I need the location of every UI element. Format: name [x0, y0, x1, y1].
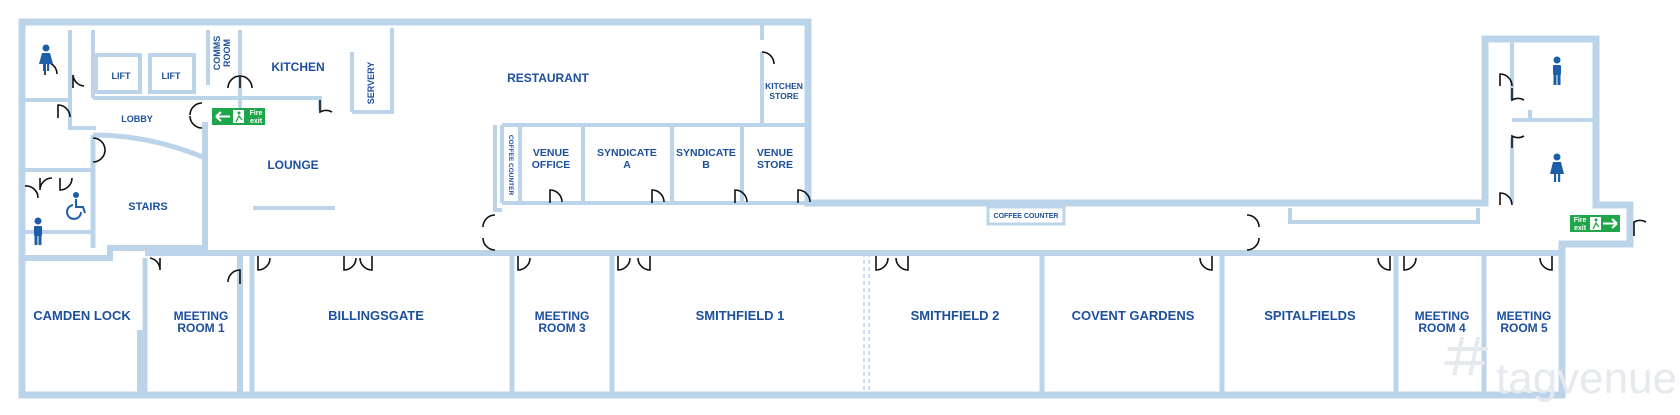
- label-servery: SERVERY: [366, 62, 376, 105]
- label-billingsgate: BILLINGSGATE: [328, 308, 424, 323]
- label-venue-store-line2: STORE: [757, 159, 793, 171]
- label-syndicate-b-line2: B: [702, 159, 710, 171]
- venue-row-wall: [500, 123, 808, 205]
- label-meeting-room-3-line2: ROOM 3: [538, 321, 586, 335]
- female-toilet-icon-right: [1550, 153, 1564, 182]
- left-block-wall: [22, 122, 208, 261]
- label-syndicate-a-line1: SYNDICATE: [597, 147, 657, 159]
- label-smithfield-1: SMITHFIELD 1: [696, 308, 785, 323]
- label-smithfield-2: SMITHFIELD 2: [911, 308, 1000, 323]
- label-meeting-room-4-line1: MEETING: [1415, 309, 1470, 323]
- label-coffee-counter-corridor: COFFEE COUNTER: [994, 213, 1059, 220]
- male-toilet-icon: [34, 217, 42, 245]
- fire-exit-text-2: exit: [250, 118, 263, 125]
- toilet-wall: [22, 168, 93, 234]
- label-meeting-room-5-line2: ROOM 5: [1500, 321, 1548, 335]
- label-meeting-room-4-line2: ROOM 4: [1418, 321, 1466, 335]
- label-covent-gardens: COVENT GARDENS: [1072, 308, 1195, 323]
- label-venue-office-line2: OFFICE: [532, 159, 571, 171]
- female-toilet-icon: [39, 44, 53, 71]
- door-swing-icon: [24, 51, 1647, 284]
- label-kitchen: KITCHEN: [271, 60, 324, 74]
- label-comms-room-line1: COMMS: [212, 36, 222, 71]
- comms-wall: [206, 28, 394, 114]
- label-venue-office-line1: VENUE: [533, 147, 569, 159]
- room-partitions: [137, 253, 1487, 395]
- label-meeting-room-1-line2: ROOM 1: [177, 321, 225, 335]
- watermark-text: tagvenue: [1496, 354, 1677, 403]
- label-venue-store-line1: VENUE: [757, 147, 793, 159]
- right-corridor-wall: [1288, 208, 1480, 224]
- corridor-wall: [145, 250, 1562, 395]
- fire-exit-sign-icon-right: Fire exit: [1570, 215, 1620, 232]
- tagvenue-watermark: tagvenue: [1444, 337, 1677, 403]
- label-meeting-room-1-line1: MEETING: [174, 309, 229, 323]
- label-stairs: STAIRS: [128, 201, 168, 213]
- lift-wall: [68, 30, 240, 100]
- label-lobby: LOBBY: [121, 114, 153, 124]
- label-syndicate-a-line2: A: [623, 159, 631, 171]
- coffee-counter-corridor-box: [986, 205, 1066, 226]
- room-labels: CAMDEN LOCK MEETING ROOM 1 BILLINGSGATE …: [33, 36, 1551, 335]
- label-camden-lock: CAMDEN LOCK: [33, 308, 131, 323]
- label-lift-2: LIFT: [162, 71, 181, 81]
- label-lift-1: LIFT: [112, 71, 131, 81]
- fire-exit-text-right-1: Fire: [1574, 217, 1587, 224]
- label-kitchen-store-line2: STORE: [769, 91, 798, 101]
- label-meeting-room-3-line1: MEETING: [535, 309, 590, 323]
- label-coffee-counter-vertical: COFFEE COUNTER: [507, 135, 514, 196]
- kitchen-store-wall: [760, 22, 808, 127]
- label-kitchen-store-line1: KITCHEN: [765, 81, 803, 91]
- walls: [18, 18, 1634, 399]
- fire-exit-text-right-2: exit: [1574, 225, 1587, 232]
- label-spitalfields: SPITALFIELDS: [1264, 308, 1356, 323]
- lobby-wall: [22, 98, 96, 130]
- label-comms-room-line2: ROOM: [222, 39, 232, 67]
- label-lounge: LOUNGE: [267, 158, 318, 172]
- fire-exit-text-1: Fire: [250, 110, 263, 117]
- accessible-toilet-icon: [66, 192, 86, 220]
- label-syndicate-b-line1: SYNDICATE: [676, 147, 736, 159]
- fire-exit-sign-icon: Fire exit: [212, 108, 265, 125]
- stairs-wall: [90, 132, 206, 248]
- label-meeting-room-5-line1: MEETING: [1497, 309, 1552, 323]
- male-toilet-icon-right: [1553, 56, 1561, 85]
- right-toilet-wall: [1510, 39, 1596, 203]
- restaurant-wall: [493, 125, 502, 212]
- tagvenue-logo-icon: [1444, 337, 1489, 375]
- label-restaurant: RESTAURANT: [507, 71, 589, 85]
